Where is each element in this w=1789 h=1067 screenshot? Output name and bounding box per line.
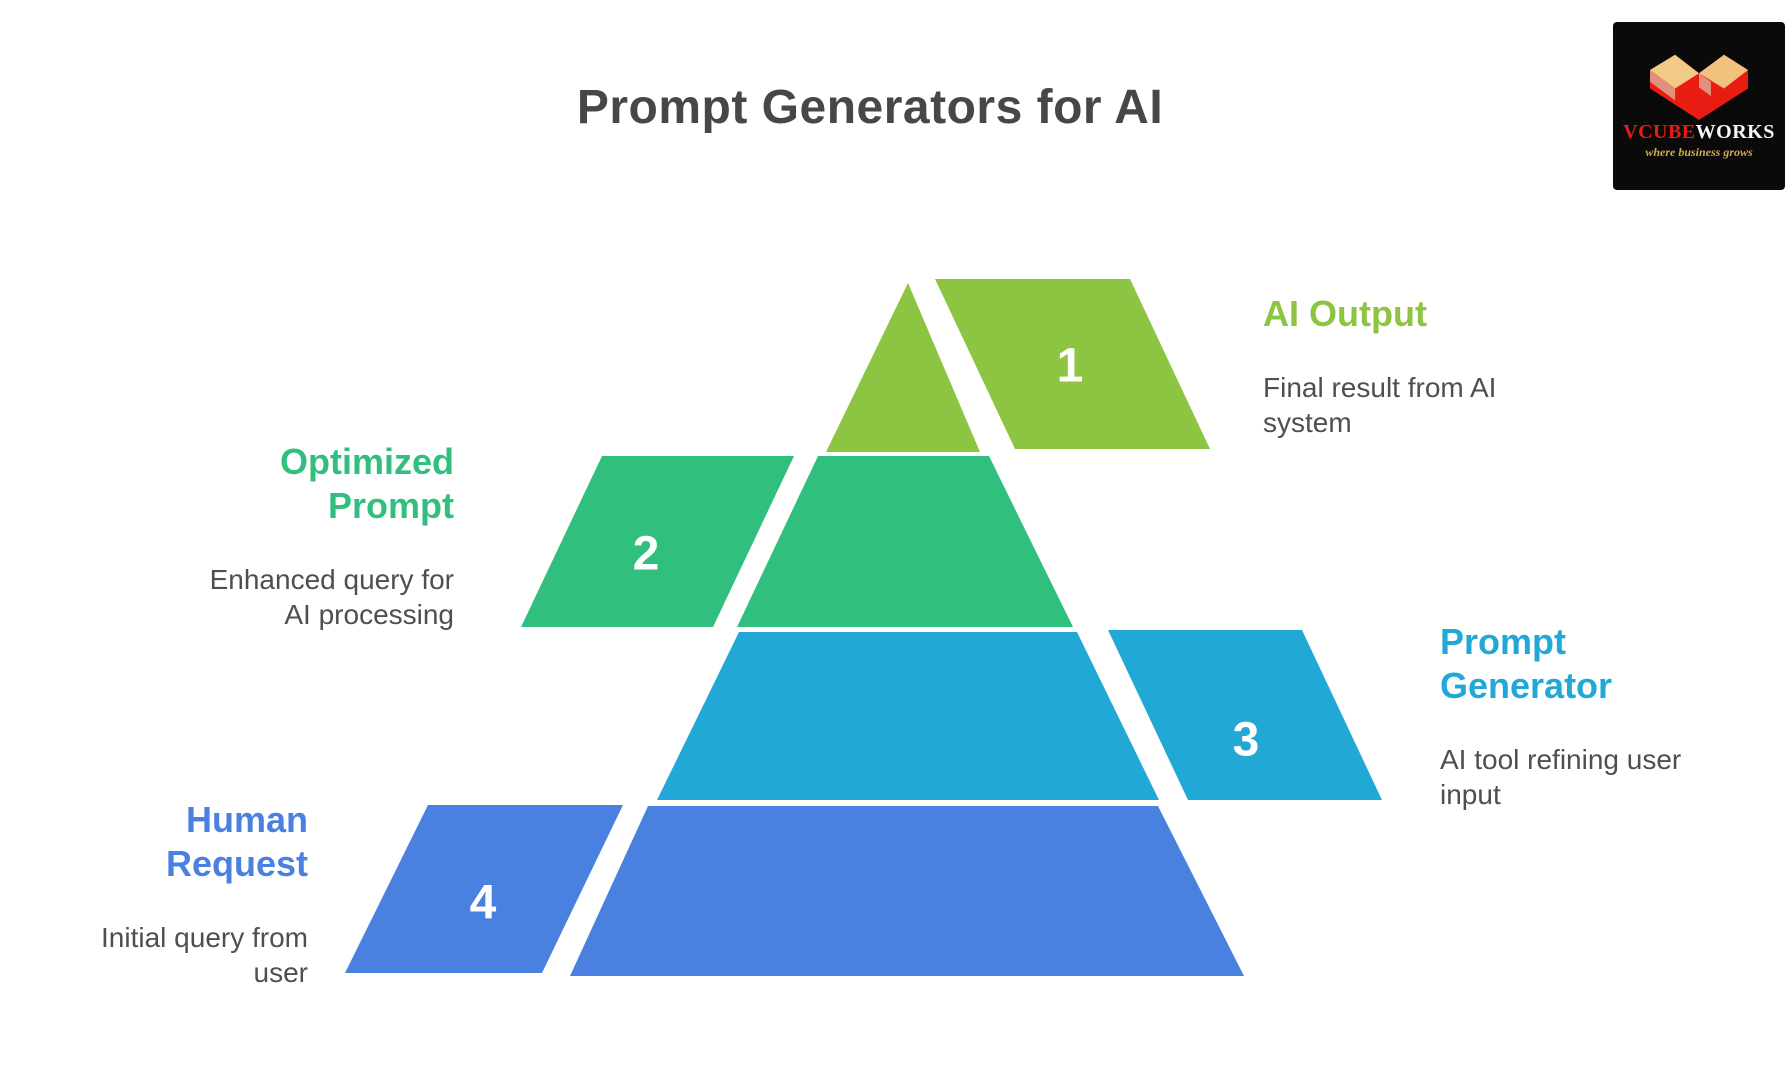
pyramid-segment-4 — [570, 806, 1244, 976]
segment-number-2: 2 — [632, 527, 660, 581]
label-prompt-generator-desc: AI tool refining user input — [1440, 744, 1682, 810]
label-optimized-prompt-desc: Enhanced query for AI processing — [209, 564, 454, 630]
segment-number-4: 4 — [469, 876, 497, 930]
pyramid-tab-3 — [1108, 630, 1382, 800]
label-optimized-prompt: Optimized Prompt Enhanced query for AI p… — [154, 440, 454, 632]
label-ai-output-desc: Final result from AI system — [1263, 372, 1497, 438]
label-prompt-generator-title: Prompt Generator — [1440, 621, 1613, 706]
pyramid-tab-2 — [521, 456, 794, 627]
logo-brand-text: VCUBEWORKS — [1623, 121, 1775, 143]
label-human-request: Human Request Initial query from user — [58, 798, 308, 990]
pyramid-segment-1 — [826, 283, 980, 452]
label-ai-output-title: AI Output — [1263, 293, 1427, 334]
label-human-request-desc: Initial query from user — [101, 922, 308, 988]
label-human-request-title: Human Request — [165, 799, 308, 884]
label-ai-output: AI Output Final result from AI system — [1263, 292, 1593, 440]
vcube-cube-icon — [1650, 54, 1748, 120]
pyramid-segment-2 — [737, 456, 1073, 627]
label-prompt-generator: Prompt Generator AI tool refining user i… — [1440, 620, 1770, 812]
pyramid-tab-4 — [345, 805, 623, 973]
label-optimized-prompt-title: Optimized Prompt — [279, 441, 454, 526]
pyramid-segment-3 — [657, 632, 1159, 800]
pyramid-tab-1 — [935, 279, 1210, 449]
page-title: Prompt Generators for AI — [576, 81, 1164, 134]
segment-number-3: 3 — [1232, 713, 1260, 767]
logo-tagline: where business grows — [1645, 145, 1753, 159]
segment-number-1: 1 — [1056, 339, 1084, 393]
vcubeworks-logo: VCUBEWORKS where business grows — [1613, 22, 1785, 190]
